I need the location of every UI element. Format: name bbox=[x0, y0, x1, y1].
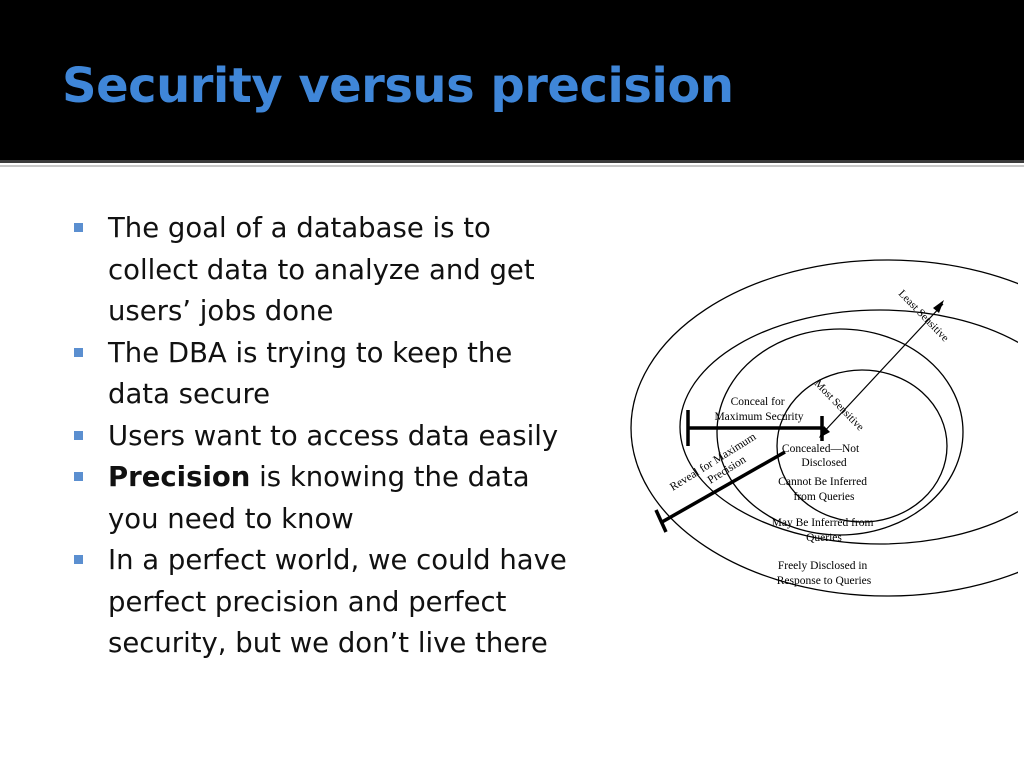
bullet-line: collect data to analyze and get bbox=[108, 253, 535, 286]
bullet-line: The goal of a database is to bbox=[108, 212, 491, 244]
bullet-item: In a perfect world, we could have perfec… bbox=[72, 540, 632, 665]
most-sensitive-label: Most Sensitive bbox=[812, 378, 866, 434]
precision-term: Precision bbox=[108, 461, 251, 493]
freely-line-1: Freely Disclosed in bbox=[778, 560, 868, 572]
reveal-label: Reveal for Maximum Precision bbox=[668, 429, 768, 505]
bullet-line: users’ jobs done bbox=[108, 295, 334, 327]
bullet-item: Precision is knowing the data you need t… bbox=[72, 457, 632, 540]
bullet-item: The goal of a database is to collect dat… bbox=[72, 208, 632, 333]
slide-title: Security versus precision bbox=[62, 58, 734, 114]
square-bullet-icon bbox=[74, 430, 83, 440]
square-bullet-icon bbox=[74, 472, 83, 481]
title-bar bbox=[0, 0, 1024, 160]
title-divider bbox=[0, 160, 1024, 163]
may-line-2: Queries bbox=[806, 532, 842, 544]
conceal-label: Conceal for Maximum Security bbox=[714, 396, 803, 423]
bullet-line: Users want to access data easily bbox=[108, 419, 559, 452]
freely-line-2: Response to Queries bbox=[777, 575, 872, 587]
cannot-line-1: Cannot Be Inferred bbox=[778, 476, 867, 488]
inner-circle bbox=[776, 369, 948, 523]
square-bullet-icon bbox=[74, 223, 83, 232]
concealed-line-1: Concealed—Not bbox=[782, 443, 860, 455]
cannot-line-2: from Queries bbox=[794, 491, 856, 503]
may-infer-label: May Be Inferred from Queries bbox=[772, 517, 877, 544]
bullet-item: The DBA is trying to keep the data secur… bbox=[72, 333, 632, 416]
bullet-line: security, but we don’t live there bbox=[108, 627, 548, 659]
freely-disclosed-label: Freely Disclosed in Response to Queries bbox=[777, 560, 872, 587]
square-bullet-icon bbox=[74, 555, 83, 564]
bullet-item: Users want to access data easily bbox=[72, 416, 632, 458]
title-divider-light bbox=[0, 165, 1024, 167]
second-circle bbox=[679, 309, 1018, 545]
concealed-line-2: Disclosed bbox=[801, 457, 847, 469]
conceal-line-2: Maximum Security bbox=[714, 411, 803, 423]
square-bullet-icon bbox=[74, 347, 83, 357]
arrowhead-up-icon bbox=[933, 300, 944, 313]
reveal-bar bbox=[661, 450, 786, 524]
outer-circle bbox=[630, 259, 1018, 597]
bullet-line: In a perfect world, we could have bbox=[108, 544, 567, 576]
bullet-line: data secure bbox=[108, 378, 271, 410]
bullet-line: is knowing the data bbox=[250, 461, 530, 493]
sensitivity-arrow bbox=[820, 303, 944, 436]
conceal-line-1: Conceal for bbox=[731, 396, 785, 408]
bullet-list: The goal of a database is to collect dat… bbox=[72, 208, 632, 665]
third-circle bbox=[716, 328, 964, 536]
bullet-line: you need to know bbox=[108, 502, 354, 535]
reveal-bar-end-cap bbox=[654, 509, 668, 533]
bullet-line: The DBA is trying to keep the bbox=[108, 336, 513, 369]
cannot-infer-label: Cannot Be Inferred from Queries bbox=[778, 476, 870, 503]
sensitivity-diagram: Least Sensitive Most Sensitive Conceal f… bbox=[630, 259, 1018, 597]
may-line-1: May Be Inferred from bbox=[772, 517, 874, 529]
bullet-line: perfect precision and perfect bbox=[108, 585, 507, 618]
concealed-label: Concealed—Not Disclosed bbox=[782, 443, 862, 469]
